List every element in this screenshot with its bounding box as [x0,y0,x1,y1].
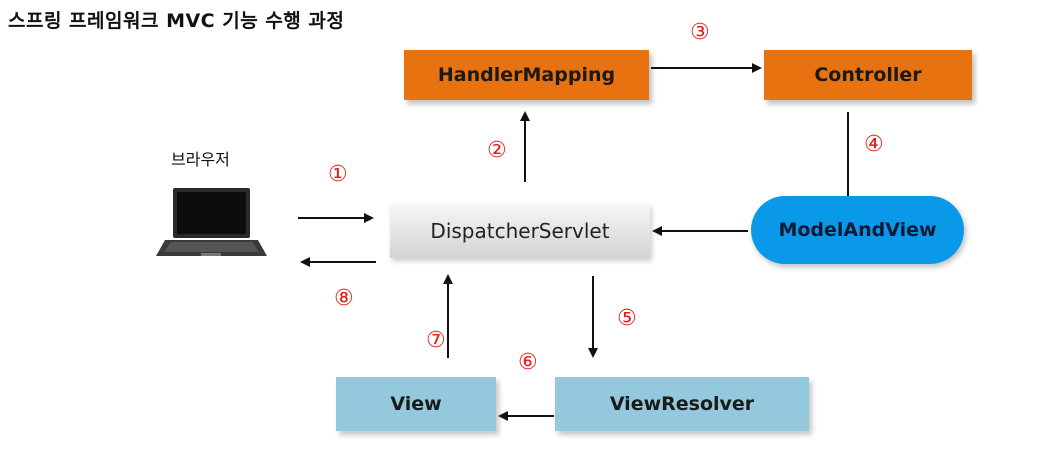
model-and-view-label: ModelAndView [778,219,937,241]
dispatcher-servlet-label: DispatcherServlet [430,219,610,243]
model-and-view-box: ModelAndView [751,196,964,264]
dispatcher-servlet-box: DispatcherServlet [390,204,650,258]
step-1-label: ① [328,162,348,187]
controller-box: Controller [764,50,972,100]
step-6-label: ⑥ [518,350,538,375]
handler-mapping-box: HandlerMapping [404,50,649,100]
step-2-label: ② [487,138,507,163]
laptop-icon [155,184,268,262]
view-resolver-box: ViewResolver [555,377,809,431]
view-resolver-label: ViewResolver [609,393,755,415]
handler-mapping-label: HandlerMapping [437,64,616,86]
step-4-label: ④ [864,132,884,157]
controller-label: Controller [814,64,922,86]
view-box: View [336,377,496,431]
view-label: View [390,393,442,415]
browser-label: 브라우저 [171,150,230,169]
step-3-label: ③ [690,20,710,45]
step-5-label: ⑤ [617,306,637,331]
step-7-label: ⑦ [426,328,446,353]
page-title: 스프링 프레임워크 MVC 기능 수행 과정 [8,10,345,32]
step-8-label: ⑧ [334,286,354,311]
